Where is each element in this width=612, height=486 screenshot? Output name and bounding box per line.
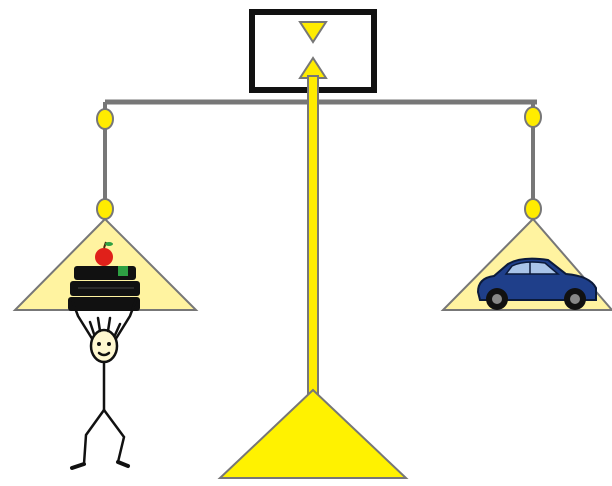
left-hanger — [96, 102, 114, 220]
apple-icon — [95, 241, 113, 266]
right-hanger — [524, 102, 542, 220]
balance-base — [217, 388, 409, 479]
books-stack-icon — [68, 241, 140, 311]
stick-figure-icon — [70, 298, 138, 470]
balance-pole — [307, 75, 319, 399]
car-icon — [476, 257, 597, 310]
